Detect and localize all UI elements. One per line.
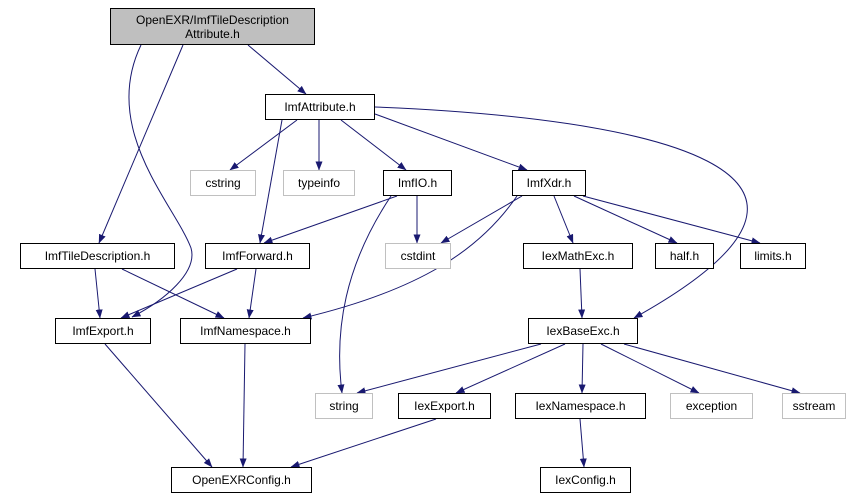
node-string: string [315,393,373,419]
edge-imf-export-to-openexr-config [104,343,213,468]
edge-imf-xdr-to-half [573,195,678,244]
edge-iex-base-exc-to-sstream [623,343,801,395]
edge-imf-xdr-to-cstdint [440,195,523,244]
node-label: IexBaseExc.h [546,324,620,338]
node-label: ImfNamespace.h [200,324,291,338]
edge-imf-forward-to-imf-namespace [246,268,257,319]
node-imf-namespace[interactable]: ImfNamespace.h [180,318,311,344]
node-cstring: cstring [190,170,256,196]
edge-iex-namespace-to-iex-config [579,418,587,468]
node-label: ImfExport.h [72,324,134,338]
node-imf-io[interactable]: ImfIO.h [383,170,452,196]
node-iex-namespace[interactable]: IexNamespace.h [515,393,646,419]
node-imf-export[interactable]: ImfExport.h [55,318,151,344]
edge-iex-export-to-openexr-config [290,418,437,468]
edge-iex-base-exc-to-iex-export [455,343,566,394]
edge-imf-xdr-to-iex-math-exc [553,195,574,244]
edge-imf-attribute-to-imf-forward [258,119,283,244]
edge-imf-io-to-string [337,195,392,394]
node-typeinfo: typeinfo [283,170,355,196]
node-label: OpenEXRConfig.h [192,473,291,487]
node-imf-xdr[interactable]: ImfXdr.h [512,170,586,196]
edge-imf-attribute-to-imf-io [340,119,407,171]
node-iex-config[interactable]: IexConfig.h [540,467,631,493]
node-half[interactable]: half.h [655,243,714,269]
edge-imf-attribute-to-imf-xdr [374,113,528,171]
node-label: ImfIO.h [397,176,438,190]
node-limits[interactable]: limits.h [740,243,806,269]
node-label: IexConfig.h [555,473,616,487]
node-label: IexNamespace.h [535,399,626,413]
edge-imf-tile-description-to-imf-export [94,268,103,319]
edge-imf-xdr-to-limits [582,195,761,245]
edge-imf-attribute-to-cstring [229,119,298,171]
edge-root-to-imf-tile-description [98,44,184,244]
node-label: OpenEXR/ImfTileDescription [136,12,289,27]
node-iex-export[interactable]: IexExport.h [398,393,491,419]
node-openexr-config[interactable]: OpenEXRConfig.h [171,467,312,493]
node-label: IexMathExc.h [541,249,615,263]
edge-imf-io-to-imf-forward [263,195,398,244]
edge-imf-forward-to-imf-export [120,268,238,319]
edge-imf-namespace-to-openexr-config [239,343,247,468]
edge-root-to-imf-attribute [247,44,307,95]
node-label: cstring [205,176,241,190]
edge-iex-math-exc-to-iex-base-exc [578,268,586,319]
node-label: typeinfo [297,176,341,190]
edge-iex-base-exc-to-string [356,343,542,395]
node-cstdint: cstdint [385,243,451,269]
node-sstream: sstream [782,393,846,419]
node-label: cstdint [400,249,436,263]
node-label: IexExport.h [414,399,475,413]
edge-root-to-imf-export [128,44,193,318]
node-imf-forward[interactable]: ImfForward.h [205,243,310,269]
edge-imf-attribute-to-iex-base-exc [374,106,748,319]
node-label: half.h [669,249,700,263]
node-exception: exception [670,393,753,419]
node-iex-math-exc[interactable]: IexMathExc.h [523,243,633,269]
node-label: ImfForward.h [222,249,293,263]
node-label: limits.h [754,249,792,263]
node-imf-tile-description[interactable]: ImfTileDescription.h [20,243,175,269]
node-label: ImfXdr.h [526,176,572,190]
node-label: Attribute.h [185,26,240,41]
node-label: sstream [792,399,836,413]
node-imf-attribute[interactable]: ImfAttribute.h [265,94,375,120]
edge-iex-base-exc-to-exception [600,343,700,394]
edge-iex-base-exc-to-iex-namespace [578,343,586,394]
node-label: string [329,399,359,413]
node-label: exception [685,399,738,413]
edge-imf-tile-description-to-imf-namespace [121,268,225,319]
node-label: ImfTileDescription.h [44,249,151,263]
node-label: ImfAttribute.h [284,100,356,114]
node-iex-base-exc[interactable]: IexBaseExc.h [528,318,638,344]
